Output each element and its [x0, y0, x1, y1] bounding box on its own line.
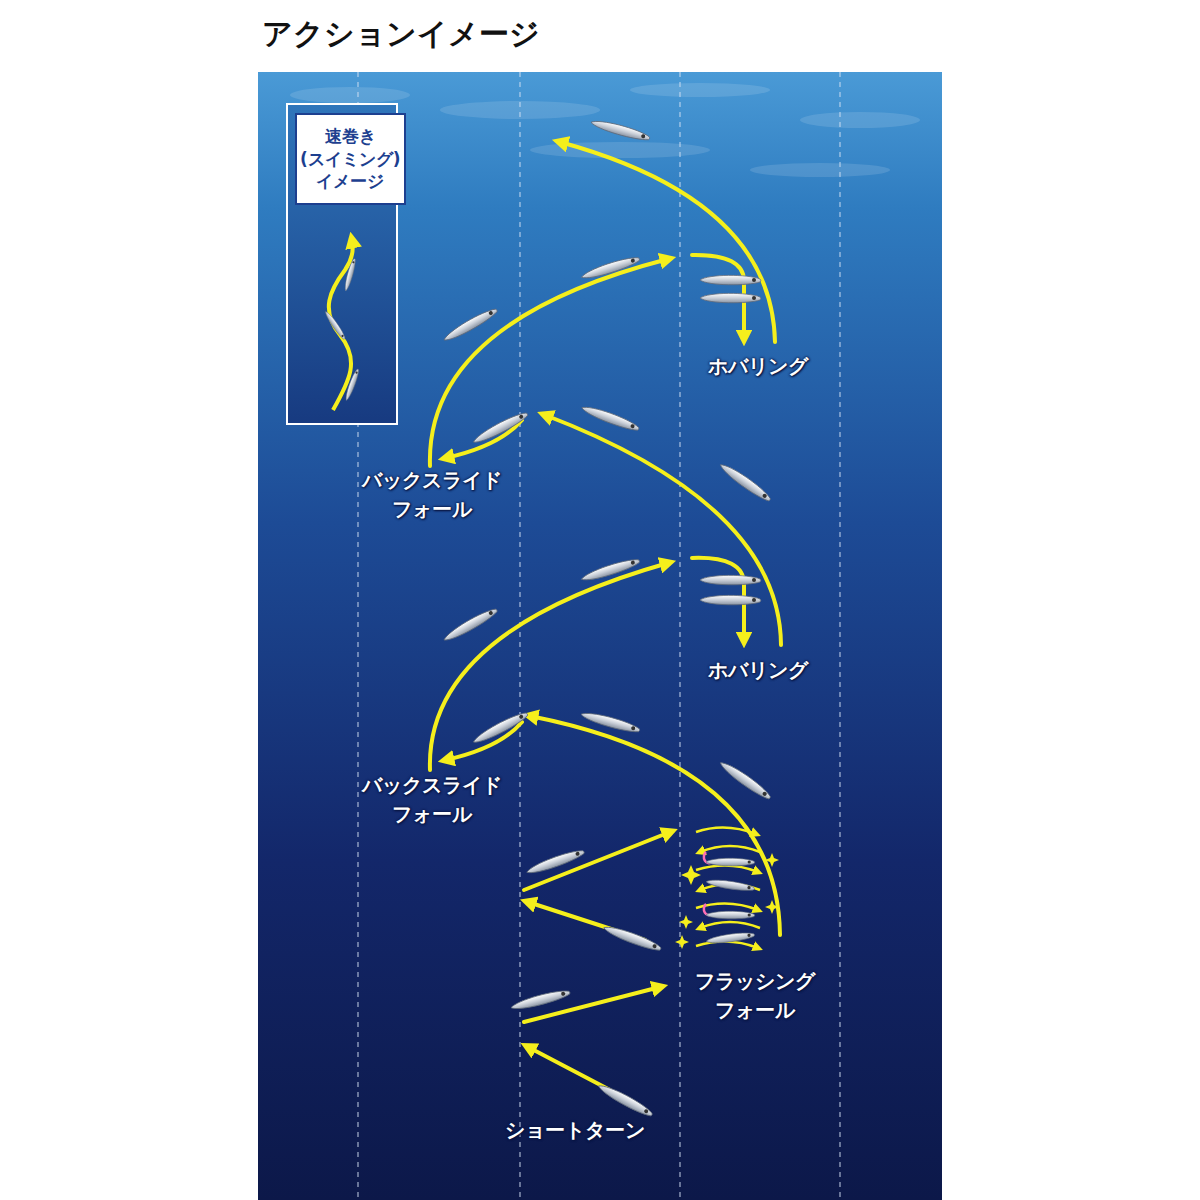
jigs — [442, 118, 773, 1119]
action-label: ホバリング — [698, 656, 818, 685]
action-paths — [430, 142, 781, 1090]
inset-label-box: 速巻き (スイミング) イメージ — [295, 113, 406, 205]
action-label: バックスライド フォール — [348, 771, 516, 829]
node-text: 速巻き (スイミング) イメージ — [297, 125, 404, 194]
title: アクションイメージ — [262, 14, 540, 55]
flashing-wiggles — [696, 827, 760, 948]
action-label: ホバリング — [698, 352, 818, 381]
guide-lines — [358, 72, 840, 1200]
swimming-path — [323, 240, 360, 410]
sparkles — [675, 853, 779, 949]
water-background — [258, 72, 942, 1200]
action-label: ショートターン — [490, 1116, 660, 1145]
action-label: バックスライド フォール — [348, 466, 516, 524]
action-label: フラッシング フォール — [680, 967, 830, 1025]
